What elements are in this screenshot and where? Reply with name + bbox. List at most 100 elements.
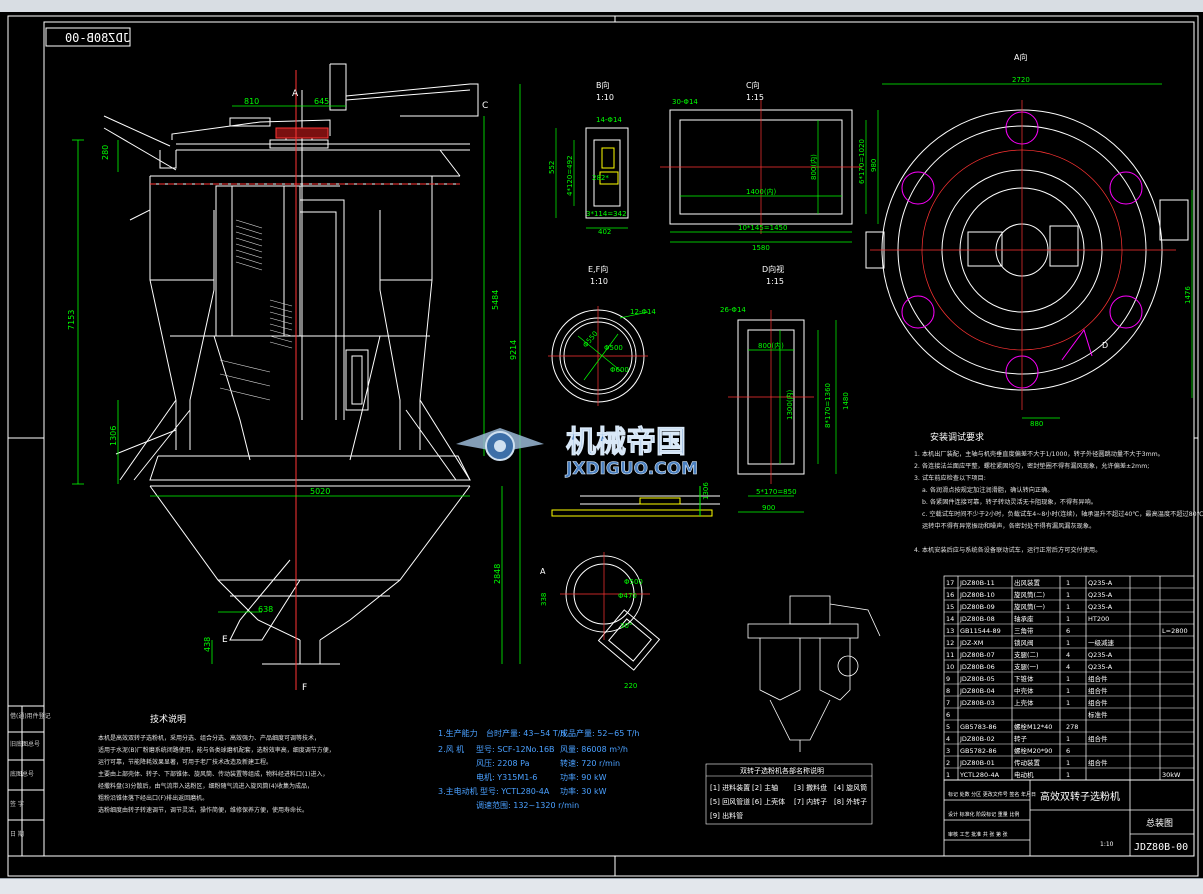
d-view-title: D向视 [762,264,784,274]
mirror-drawing-number: JDZ80B-00 [65,31,130,45]
b-4x120: 4*120=492 [566,155,574,196]
bom-cell-code: JDZ80B-07 [959,651,995,659]
bottom-status-strip [0,878,1203,894]
bom-cell-name: 螺栓M20*90 [1014,746,1052,755]
tech-line-3: 运行可靠，节能降耗效果显著，可用于老厂技术改造及新建工程。 [98,758,272,766]
c-1400: 1400(内) [746,187,777,196]
a-1476: 1476 [1184,286,1192,304]
install-item-6: c. 空载试车时间不少于2小时，负载试车4~8小时(连续)，轴承温升不超过40℃… [922,510,1203,518]
watermark: 机械帝国 JXDIGUO.COM [456,425,698,479]
sheet-label: 总装图 [1146,817,1173,829]
bom-cell-mat: Q235-A [1088,603,1113,611]
bom-cell-qty: 4 [1066,663,1070,671]
sf-30: 30° [620,622,632,630]
dim-438: 438 [203,637,212,652]
install-item-4: a. 各润滑点按规定加注润滑脂，确认转向正确。 [922,486,1053,494]
left-block-2: 旧底图总号 [10,740,40,748]
legend-item-2: [2] 主轴 [752,783,778,792]
bom-cell-qty: 1 [1066,639,1070,647]
parts-legend-title: 双转子选粉机各部名称说明 [740,766,824,775]
bom-cell-no: 8 [946,687,950,695]
ef-holes: 12-Φ14 [630,308,656,316]
install-item-3: 3. 试车前应检查以下项目: [914,474,986,482]
label-A: A [292,89,299,99]
spec-r2-label: 2.风 机 [438,744,464,754]
c-view-title: C向 [746,80,760,90]
bom-cell-no: 16 [946,591,954,599]
bom-cell-mat: 一级减速 [1088,638,1115,647]
main-section-view [103,63,479,665]
sf-500: Φ500 [624,578,643,586]
bom-cell-no: 6 [946,711,950,719]
rotor-blades [219,219,293,401]
bom-cell-qty: 1 [1066,771,1070,779]
bom-cell-no: 17 [946,579,954,587]
bom-cell-mat: 标准件 [1088,710,1108,719]
left-block-4: 签 字 [10,800,24,808]
b-holes: 14-Φ14 [596,116,622,124]
watermark-en: JXDIGUO.COM [565,459,698,479]
bom-cell-code: GB5783-86 [960,723,997,731]
bom-cell-name: 轴承座 [1014,614,1034,623]
sf-220: 220 [624,682,637,690]
bom-cell-qty: 1 [1066,699,1070,707]
a-2720: 2720 [1012,76,1030,84]
tech-line-7: 选粉细度由转子转速调节，调节灵活，操作简便，维修保养方便，使用寿命长。 [98,806,308,814]
left-block-3: 底图总号 [10,770,34,778]
bom-cell-qty: 1 [1066,591,1070,599]
d-8x170: 8*170=1360 [824,383,832,428]
bom-cell-no: 2 [946,759,950,767]
spec-r3-v2: 功率: 30 kW [560,786,607,796]
bom-cell-code: JDZ80B-03 [959,699,995,707]
spec-r3-label: 3.主电动机 [438,786,478,796]
bom-cell-code: JDZ80B-09 [959,603,995,611]
b-3x114: 3*114=342 [586,210,627,218]
spec-r1-v1: 台时产量: 43~54 T/h [486,728,566,738]
spec-r1-v2: 成品产量: 52~65 T/h [560,728,640,738]
bom-cell-code: JDZ80B-04 [959,687,995,695]
legend-item-5: [5] 回风管道 [710,797,750,806]
watermark-cn: 机械帝国 [566,425,686,460]
d-view-scale: 1:15 [766,277,784,286]
bom-cell-qty: 1 [1066,687,1070,695]
drawing-number: JDZ80B-00 [1134,842,1188,853]
bom-cell-no: 4 [946,735,950,743]
bom-cell-mat: Q235-A [1088,591,1113,599]
b-552: 552 [548,161,556,174]
spec-r3-v1: 型号: YCTL280-4A [480,787,550,796]
small-1306: 1306 [702,482,710,500]
sf-470: Φ470 [618,592,637,600]
bom-cell-code: GB11544-89 [960,627,1001,635]
bom-cell-code: JDZ80B-10 [959,591,995,599]
bom-cell-code: JDZ-XM [959,639,983,647]
c-view-scale: 1:15 [746,93,764,102]
b-402: 402 [598,228,611,236]
bom-cell-name: 上壳体 [1014,698,1034,707]
bom-cell-code: JDZ80B-05 [959,675,995,683]
bom-cell-code: JDZ80B-02 [959,735,995,743]
bom-cell-qty: 1 [1066,615,1070,623]
bom-cell-qty: 278 [1066,723,1078,731]
left-block-5: 日 期 [10,830,24,838]
dim-5020: 5020 [310,487,330,496]
c-980: 980 [870,159,878,172]
dim-7153: 7153 [67,310,76,330]
bom-cell-name: 螺栓M12*40 [1014,722,1052,731]
bom-cell-code: JDZ80B-08 [959,615,995,623]
a-view-title: A向 [1014,52,1027,62]
legend-item-7: [7] 内转子 [794,797,827,806]
bom-cell-code: GB5782-86 [960,747,997,755]
bom-cell-no: 14 [946,615,954,623]
bom-cell-name: 传动装置 [1014,758,1041,767]
dim-645: 645 [314,97,329,106]
iso-thumbnail [747,595,881,752]
drawing-title: 高效双转子选粉机 [1040,790,1120,803]
tech-line-6: 粗粉沿锥体落下经出口(F)排出返回磨机。 [98,794,208,802]
a-label-d: D [1102,341,1108,350]
left-block-1: 借(通)用件登记 [10,712,51,720]
bom-cell-qty: 1 [1066,603,1070,611]
spec-r3-v3: 调速范围: 132~1320 r/min [476,800,579,810]
bom-cell-name: 锁风阀 [1014,638,1034,647]
c-holes: 30-Φ14 [672,98,698,106]
